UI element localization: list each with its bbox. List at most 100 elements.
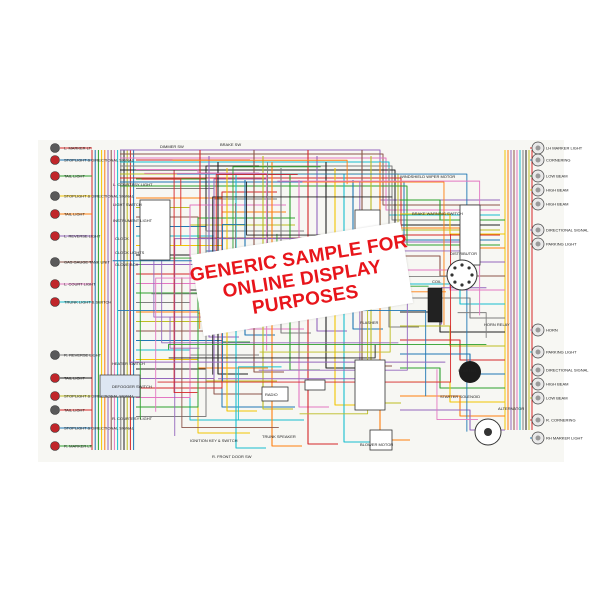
distributor-terminal [470, 273, 474, 277]
left-lamp-label: TRUNK LIGHT & SWITCH [64, 300, 111, 305]
component-label: HEATER SWITCH [112, 361, 145, 366]
left-lamp-label: L. COURT LIGHT [64, 282, 96, 287]
wire [280, 168, 311, 334]
wire [181, 277, 279, 429]
starter [459, 361, 481, 383]
lamp-socket [50, 231, 60, 241]
left-lamp-label: STOPLIGHT & DIRECTIONAL SIGNAL [64, 426, 135, 431]
wire [120, 153, 500, 206]
left-lamp-label: R. MARKER LT. [64, 444, 92, 449]
left-lamp-label: GAS GAUGE TANK UNIT [64, 260, 110, 265]
component-label: CLOCK LIGHTS [115, 250, 145, 255]
right-lamp-label: PARKING LIGHT [546, 350, 577, 355]
lamp-bulb-center [535, 227, 541, 233]
left-lamp-label: TAIL LIGHT [64, 212, 85, 217]
lamp-bulb-center [535, 395, 541, 401]
right-lamp-label: LOW BEAM [546, 396, 568, 401]
lamp-socket [50, 405, 60, 415]
wire [400, 367, 505, 389]
lamp-bulb-center [535, 435, 541, 441]
wire [129, 263, 446, 363]
lamp-bulb-center [535, 173, 541, 179]
right-lamp-label: RH MARKER LIGHT [546, 436, 583, 441]
wire [400, 283, 505, 305]
left-lamp-label: TAIL LIGHT [64, 174, 85, 179]
component-label: ALTERNATOR [498, 406, 524, 411]
right-lamp-label: HIGH BEAM [546, 188, 568, 193]
right-lamp-label: HIGH BEAM [546, 202, 568, 207]
lamp-socket [50, 441, 60, 451]
lamp-socket [50, 423, 60, 433]
wire [136, 204, 286, 398]
wire [400, 325, 505, 347]
component-label: L. COURTESY LIGHT [113, 182, 153, 187]
lamp-bulb-center [535, 241, 541, 247]
wire [120, 157, 500, 211]
component-label: STARTER [458, 368, 476, 373]
distributor-terminal [453, 266, 457, 270]
component-label: HORN RELAY [484, 322, 510, 327]
component-label: R. FRONT DOOR SW [212, 454, 252, 459]
lamp-socket [50, 209, 60, 219]
wire [457, 312, 487, 338]
lamp-socket [50, 391, 60, 401]
wire [169, 316, 200, 349]
right-lamp-label: HIGH BEAM [546, 382, 568, 387]
wire [302, 181, 445, 326]
wire [325, 162, 356, 369]
left-lamp-label: TAIL LIGHT [64, 376, 85, 381]
wire [400, 339, 505, 361]
distributor-terminal [450, 273, 454, 277]
component-label: R. COURTESY LIGHT [112, 416, 153, 421]
component-label: LIGHT SWITCH [113, 202, 142, 207]
lamp-bulb-center [535, 187, 541, 193]
lamp-socket [50, 171, 60, 181]
component-label: WINDSHIELD WIPER MOTOR [400, 174, 455, 179]
lamp-bulb-center [535, 417, 541, 423]
left-lamp-label: TAIL LIGHT [64, 408, 85, 413]
component-box [261, 386, 289, 402]
wire [120, 181, 500, 241]
lamp-socket [50, 297, 60, 307]
wire [172, 159, 348, 185]
instrument-cluster [99, 374, 141, 398]
wire [237, 366, 282, 421]
wire [208, 156, 239, 338]
lamp-socket [50, 143, 60, 153]
wire [253, 150, 284, 373]
left-lamp-label: R. REVERSE LIGHT [64, 353, 102, 358]
right-lamp-label: DIRECTIONAL SIGNAL [546, 368, 589, 373]
left-lamp-label: L. MARKER LT. [64, 146, 92, 151]
component-box [304, 379, 326, 391]
lamp-socket [50, 257, 60, 267]
alternator-hub [484, 428, 492, 436]
lamp-bulb-center [535, 327, 541, 333]
component-label: FLASHER [360, 320, 379, 325]
lamp-socket [50, 191, 60, 201]
right-lamp-label: DIRECTIONAL SIGNAL [546, 228, 589, 233]
wire [120, 169, 500, 226]
component-label: STARTER SOLENOID [440, 394, 480, 399]
component-label: INSTRUMENT LIGHT [113, 218, 153, 223]
right-lamp-label: CORNERING [546, 158, 570, 163]
component-group [50, 141, 545, 451]
wire [388, 168, 419, 328]
left-lamp-label: STOPLIGHT & DIRECTIONAL SIGNAL [64, 194, 135, 199]
component-label: DIMMER SW [160, 144, 184, 149]
wire [244, 180, 275, 336]
component-label: TRUNK SPEAKER [262, 434, 296, 439]
right-lamp-label: R. CORNERING [546, 418, 576, 423]
component-label: DEFOGGER SWITCH [112, 384, 152, 389]
wire [232, 166, 321, 261]
component-box [139, 199, 171, 261]
lamp-bulb-center [535, 349, 541, 355]
wire [173, 170, 198, 394]
lamp-bulb-center [535, 381, 541, 387]
wire [176, 173, 468, 432]
wire [168, 344, 487, 350]
wire [258, 300, 408, 371]
distributor-terminal [460, 263, 464, 267]
wire [436, 369, 478, 420]
